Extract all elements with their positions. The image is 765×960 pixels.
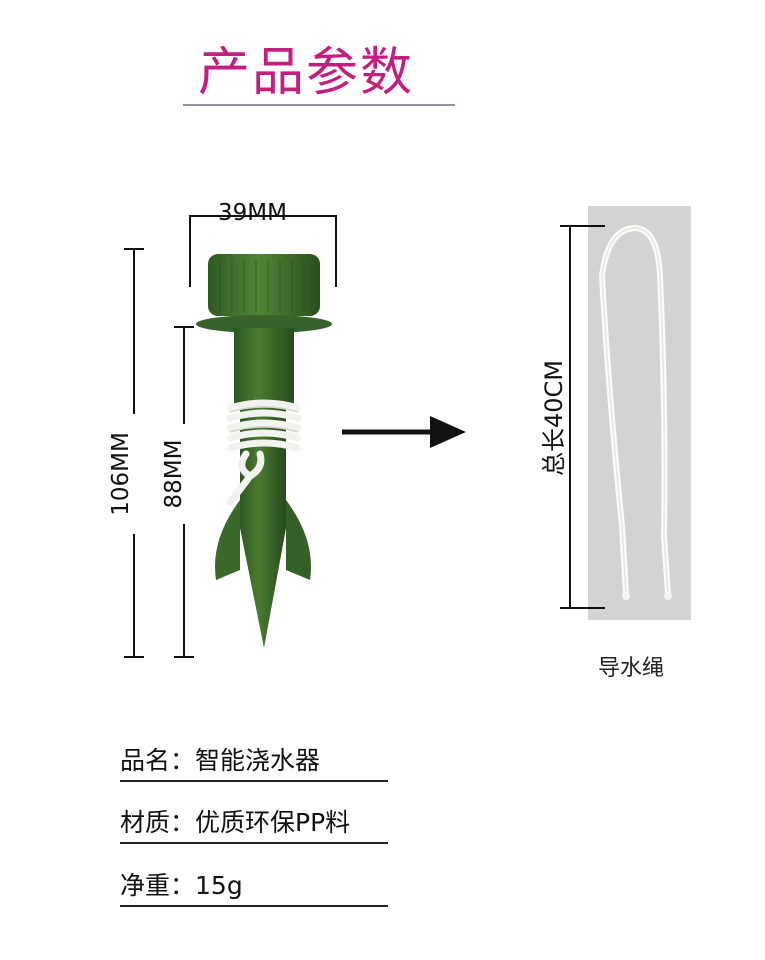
stake-height-tick-bottom	[174, 656, 194, 658]
spec-divider	[120, 905, 388, 907]
spec-divider	[120, 780, 388, 782]
rope-length-tick-top	[560, 225, 605, 227]
total-height-tick-top	[124, 248, 144, 250]
spec-separator: ：	[170, 871, 196, 900]
width-label: 39MM	[218, 200, 287, 226]
stake-height-tick-top	[174, 326, 194, 328]
spec-row-weight: 净重：15g	[120, 866, 388, 902]
page-title: 产品参数	[197, 43, 414, 103]
width-tick-left	[189, 215, 191, 287]
total-height-label: 106MM	[108, 414, 136, 534]
spec-row-name: 品名：智能浇水器	[120, 741, 388, 777]
spec-value: 智能浇水器	[195, 746, 321, 775]
spec-label: 净重	[120, 871, 171, 900]
stake-height-label: 88MM	[161, 424, 189, 524]
rope-length-label: 总长40CM	[534, 358, 568, 478]
water-rope-image	[598, 224, 672, 600]
spec-separator: ：	[170, 808, 196, 837]
rope-caption: 导水绳	[598, 656, 665, 681]
spec-label: 品名	[120, 746, 171, 775]
width-tick-right	[335, 215, 337, 287]
total-height-tick-bottom	[124, 656, 144, 658]
spec-divider	[120, 842, 388, 844]
spec-value: 15g	[195, 871, 243, 900]
arrow-right-icon	[342, 416, 466, 448]
title-underline	[183, 104, 455, 106]
rope-photo-background	[588, 206, 691, 620]
spec-row-material: 材质：优质环保PP料	[120, 803, 388, 839]
rope-length-tick-bottom	[560, 607, 605, 609]
watering-stake-image	[196, 254, 332, 648]
spec-separator: ：	[170, 746, 196, 775]
spec-value: 优质环保PP料	[195, 808, 351, 837]
rope-length-line	[569, 225, 571, 609]
spec-label: 材质	[120, 808, 171, 837]
width-dimension-line	[189, 215, 337, 217]
